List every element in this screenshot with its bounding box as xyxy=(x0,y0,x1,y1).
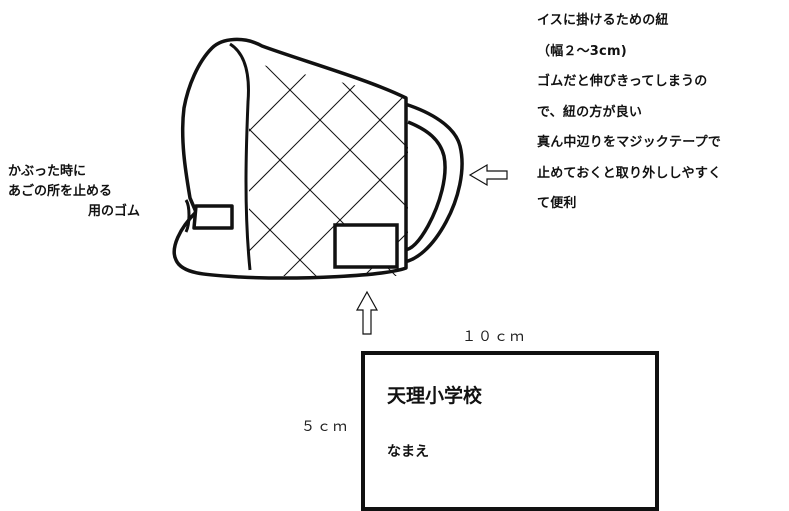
width-dimension: １０ｃｍ xyxy=(462,329,526,345)
name-label: なまえ xyxy=(387,444,429,460)
strap-note-line: ゴムだと伸びきってしまうの xyxy=(537,74,708,89)
name-tag: 天理小学校 なまえ xyxy=(361,351,659,511)
strap-note-line: で、紐の方が良い xyxy=(537,104,643,120)
strap-note-line: （幅２～3cm) xyxy=(537,43,627,59)
hollow-left-arrow-icon xyxy=(468,163,508,187)
chin-note-line: あごの所を止める xyxy=(8,184,113,199)
chair-strap xyxy=(403,102,464,264)
strap-note-line: イスに掛けるための紐 xyxy=(537,13,669,28)
chin-note-line: 用のゴム xyxy=(88,204,141,219)
strap-note-line: 止めておくと取り外ししやすく xyxy=(537,165,722,181)
hood-face-seam xyxy=(229,42,252,271)
hood-name-pocket xyxy=(333,223,399,269)
strap-note-line: 真ん中辺りをマジックテープで xyxy=(537,135,722,150)
chin-elastic xyxy=(192,204,234,230)
strap-note-line: て便利 xyxy=(537,196,577,211)
school-name: 天理小学校 xyxy=(387,385,483,407)
chin-elastic-note: かぶった時に あごの所を止める 用のゴム xyxy=(8,162,182,222)
hollow-up-arrow-icon xyxy=(355,290,379,335)
chin-elastic-tip xyxy=(184,199,191,233)
strap-note: イスに掛けるための紐 （幅２～3cm) ゴムだと伸びきってしまうの で、紐の方が… xyxy=(537,6,787,220)
chin-note-line: かぶった時に xyxy=(8,164,87,179)
hood-diagram xyxy=(172,37,508,335)
hood-drawing xyxy=(172,37,508,335)
height-dimension: ５ｃｍ xyxy=(301,419,349,435)
